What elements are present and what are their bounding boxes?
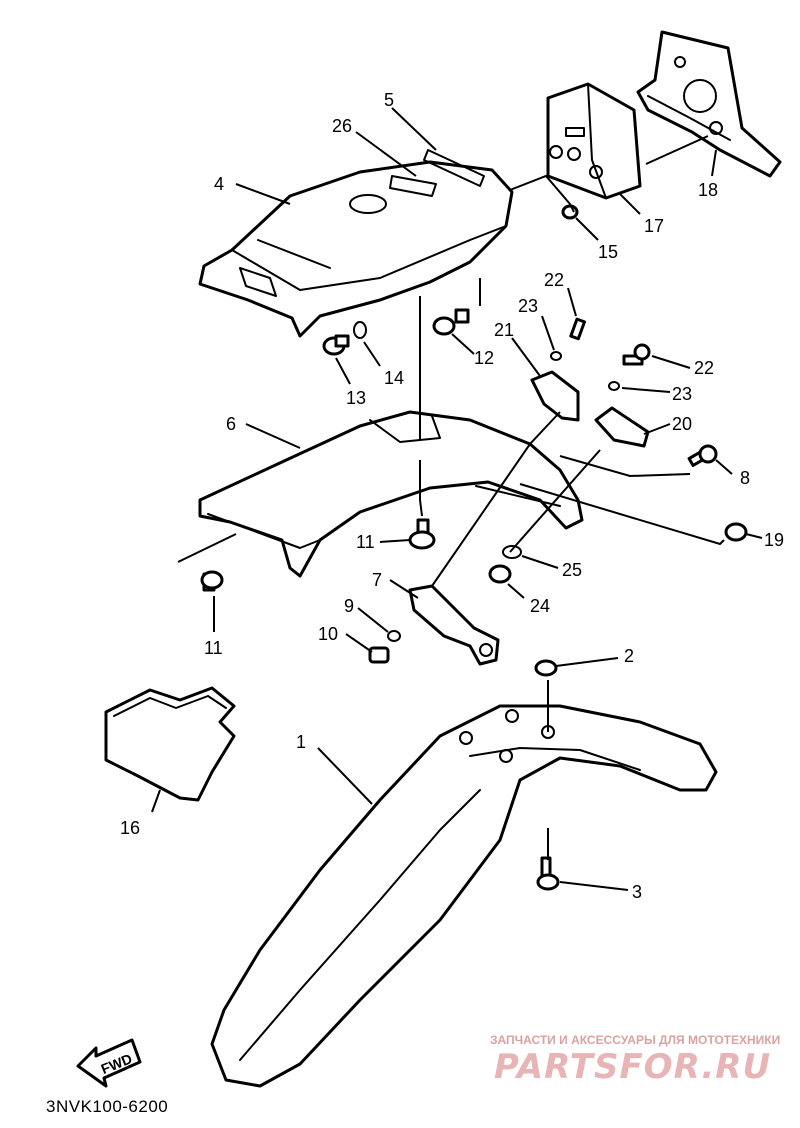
fwd-arrow-icon: FWD: [76, 1038, 142, 1088]
label-10: 10: [318, 624, 338, 644]
label-25: 25: [562, 560, 582, 580]
label-23-lower: 23: [672, 384, 692, 404]
part-14-washer: [353, 321, 367, 339]
watermark-brand: PARTSFOR.RU: [494, 1047, 771, 1087]
label-5: 5: [384, 90, 394, 110]
part-21-bracket: [530, 370, 580, 422]
part-25-washer: [502, 545, 522, 559]
label-22-lower: 22: [694, 358, 714, 378]
label-4: 4: [214, 174, 224, 194]
label-11-upper: 11: [356, 532, 375, 552]
label-26: 26: [332, 116, 352, 136]
label-8: 8: [740, 468, 750, 488]
label-7: 7: [372, 570, 382, 590]
part-3-bolt: [536, 856, 560, 891]
part-11-bolt-lower: [200, 570, 224, 592]
part-19-plug: [724, 522, 748, 542]
part-10-nut: [368, 646, 390, 664]
part-23-washer-lower: [608, 381, 620, 391]
label-1: 1: [296, 732, 306, 752]
label-15: 15: [598, 242, 618, 262]
part-13-bolt: [322, 334, 350, 356]
label-2: 2: [624, 646, 634, 666]
part-18-license-bracket: [636, 30, 782, 178]
part-4-rear-cover: [198, 160, 514, 338]
part-22-bolt-upper: [569, 317, 586, 341]
part-26-emblem-plate: [389, 175, 437, 197]
label-14: 14: [384, 368, 404, 388]
label-16: 16: [120, 818, 140, 838]
part-22-bolt-lower: [622, 343, 651, 366]
label-11-lower: 11: [204, 638, 223, 658]
callout-labels: 1 2 3 4 5 6 7 8 9 10 11 11 12 13 14 15 1…: [120, 90, 784, 902]
label-21: 21: [494, 320, 514, 340]
watermark: ЗАПЧАСТИ И АКСЕССУАРЫ ДЛЯ МОТОТЕХНИКИ PA…: [490, 1033, 780, 1087]
part-23-washer-upper: [550, 351, 562, 361]
label-19: 19: [764, 530, 784, 550]
label-17: 17: [644, 216, 664, 236]
diagram-code: 3NVK100-6200: [46, 1097, 168, 1116]
label-6: 6: [226, 414, 236, 434]
watermark-subtitle: ЗАПЧАСТИ И АКСЕССУАРЫ ДЛЯ МОТОТЕХНИКИ: [490, 1033, 780, 1047]
label-24: 24: [530, 596, 550, 616]
label-12: 12: [474, 348, 494, 368]
label-9: 9: [344, 596, 354, 616]
label-23-upper: 23: [518, 296, 538, 316]
part-11-bolt-upper: [408, 518, 436, 550]
label-3: 3: [632, 882, 642, 902]
part-7-bracket: [408, 584, 500, 666]
label-22-upper: 22: [544, 270, 564, 290]
label-13: 13: [346, 388, 366, 408]
part-9-collar: [387, 630, 401, 642]
part-12-bolt: [432, 308, 470, 336]
part-2-grommet: [534, 659, 558, 677]
label-20: 20: [672, 414, 692, 434]
part-8-bolt: [687, 444, 718, 467]
part-16-protector: [104, 686, 236, 802]
assembly-lines: [177, 135, 725, 860]
part-24-nut: [488, 564, 512, 584]
label-18: 18: [698, 180, 718, 200]
part-17-tail-light: [546, 82, 642, 200]
part-5-emblem: [423, 149, 485, 187]
leader-lines: [151, 107, 763, 891]
part-15-nut: [561, 204, 579, 220]
part-6-rear-fender-upper: [198, 410, 584, 578]
part-20-bracket: [594, 406, 650, 448]
